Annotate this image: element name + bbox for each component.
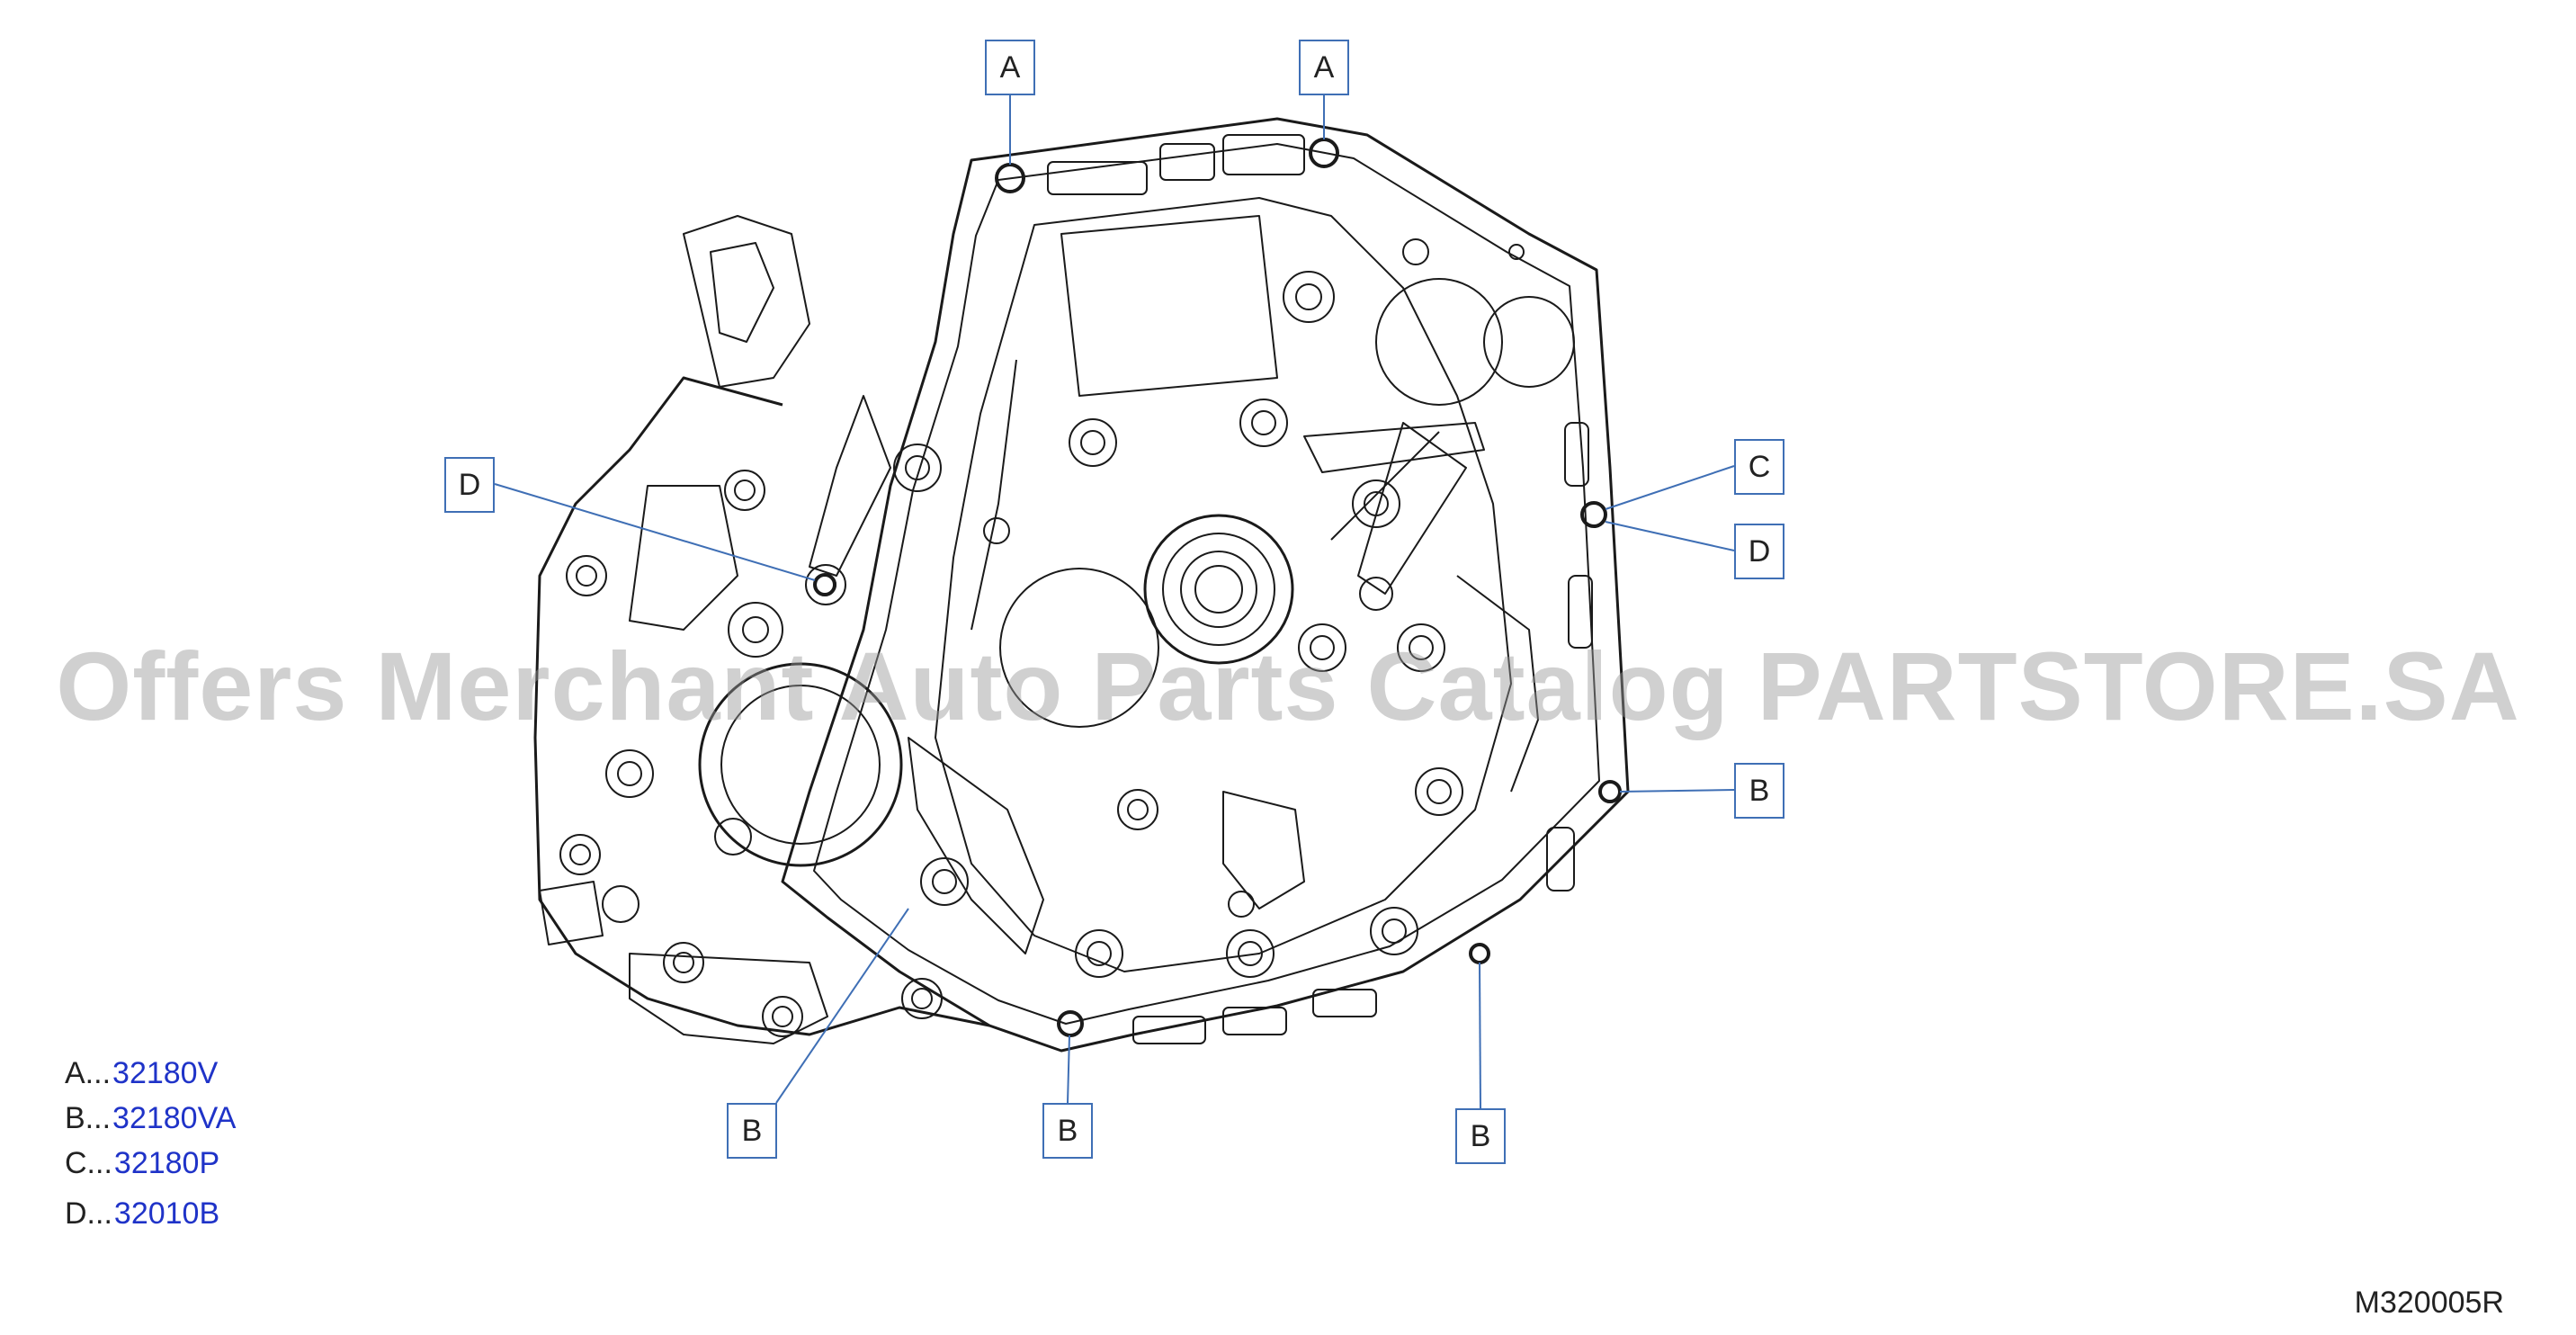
seal-c bbox=[1580, 501, 1607, 528]
leader-c bbox=[1605, 465, 1735, 510]
legend-letter: D... bbox=[65, 1196, 112, 1231]
seal-b-far bbox=[1469, 943, 1490, 964]
shift-arm bbox=[1303, 422, 1485, 473]
callout-b-far[interactable]: B bbox=[1455, 1108, 1506, 1164]
legend-letter: A... bbox=[65, 1055, 112, 1090]
callout-b-right[interactable]: B bbox=[1734, 763, 1784, 819]
leader-b-mid bbox=[1067, 1035, 1070, 1104]
main-bearing-outer bbox=[1143, 514, 1294, 665]
housing-left-body bbox=[533, 376, 990, 1036]
leader-d-left bbox=[494, 483, 816, 581]
diagram-reference-code: M320005R bbox=[2354, 1286, 2504, 1320]
inner-cavity bbox=[935, 197, 1512, 972]
parts-legend: A... 32180V B... 32180VA C... 32180P D..… bbox=[65, 1051, 236, 1236]
callout-d-left[interactable]: D bbox=[444, 457, 495, 513]
part-link-32180v[interactable]: 32180V bbox=[112, 1055, 219, 1090]
legend-row-c: C... 32180P bbox=[65, 1141, 236, 1186]
seal-b-right bbox=[1598, 780, 1622, 803]
legend-row-b: B... 32180VA bbox=[65, 1096, 236, 1141]
legend-letter: C... bbox=[65, 1145, 112, 1180]
seal-b-bottom bbox=[1057, 1010, 1084, 1037]
callout-d-right[interactable]: D bbox=[1734, 524, 1784, 579]
part-link-32180va[interactable]: 32180VA bbox=[112, 1100, 237, 1135]
callout-c[interactable]: C bbox=[1734, 439, 1784, 495]
callout-b-mid[interactable]: B bbox=[1042, 1103, 1093, 1159]
seal-d-left bbox=[813, 573, 836, 596]
housing-flange bbox=[781, 117, 1630, 1053]
leader-b-right bbox=[1619, 789, 1735, 793]
leader-d-right bbox=[1605, 521, 1735, 551]
legend-letter: B... bbox=[65, 1100, 112, 1135]
part-link-32180p[interactable]: 32180P bbox=[113, 1145, 220, 1180]
diff-bore bbox=[698, 662, 903, 867]
part-link-32010b[interactable]: 32010B bbox=[113, 1196, 220, 1231]
callout-a-left[interactable]: A bbox=[985, 40, 1035, 95]
callout-a-right[interactable]: A bbox=[1299, 40, 1349, 95]
legend-row-d: D... 32010B bbox=[65, 1191, 236, 1236]
legend-row-a: A... 32180V bbox=[65, 1051, 236, 1096]
leader-b-left bbox=[775, 908, 909, 1104]
callout-b-left[interactable]: B bbox=[727, 1103, 777, 1159]
